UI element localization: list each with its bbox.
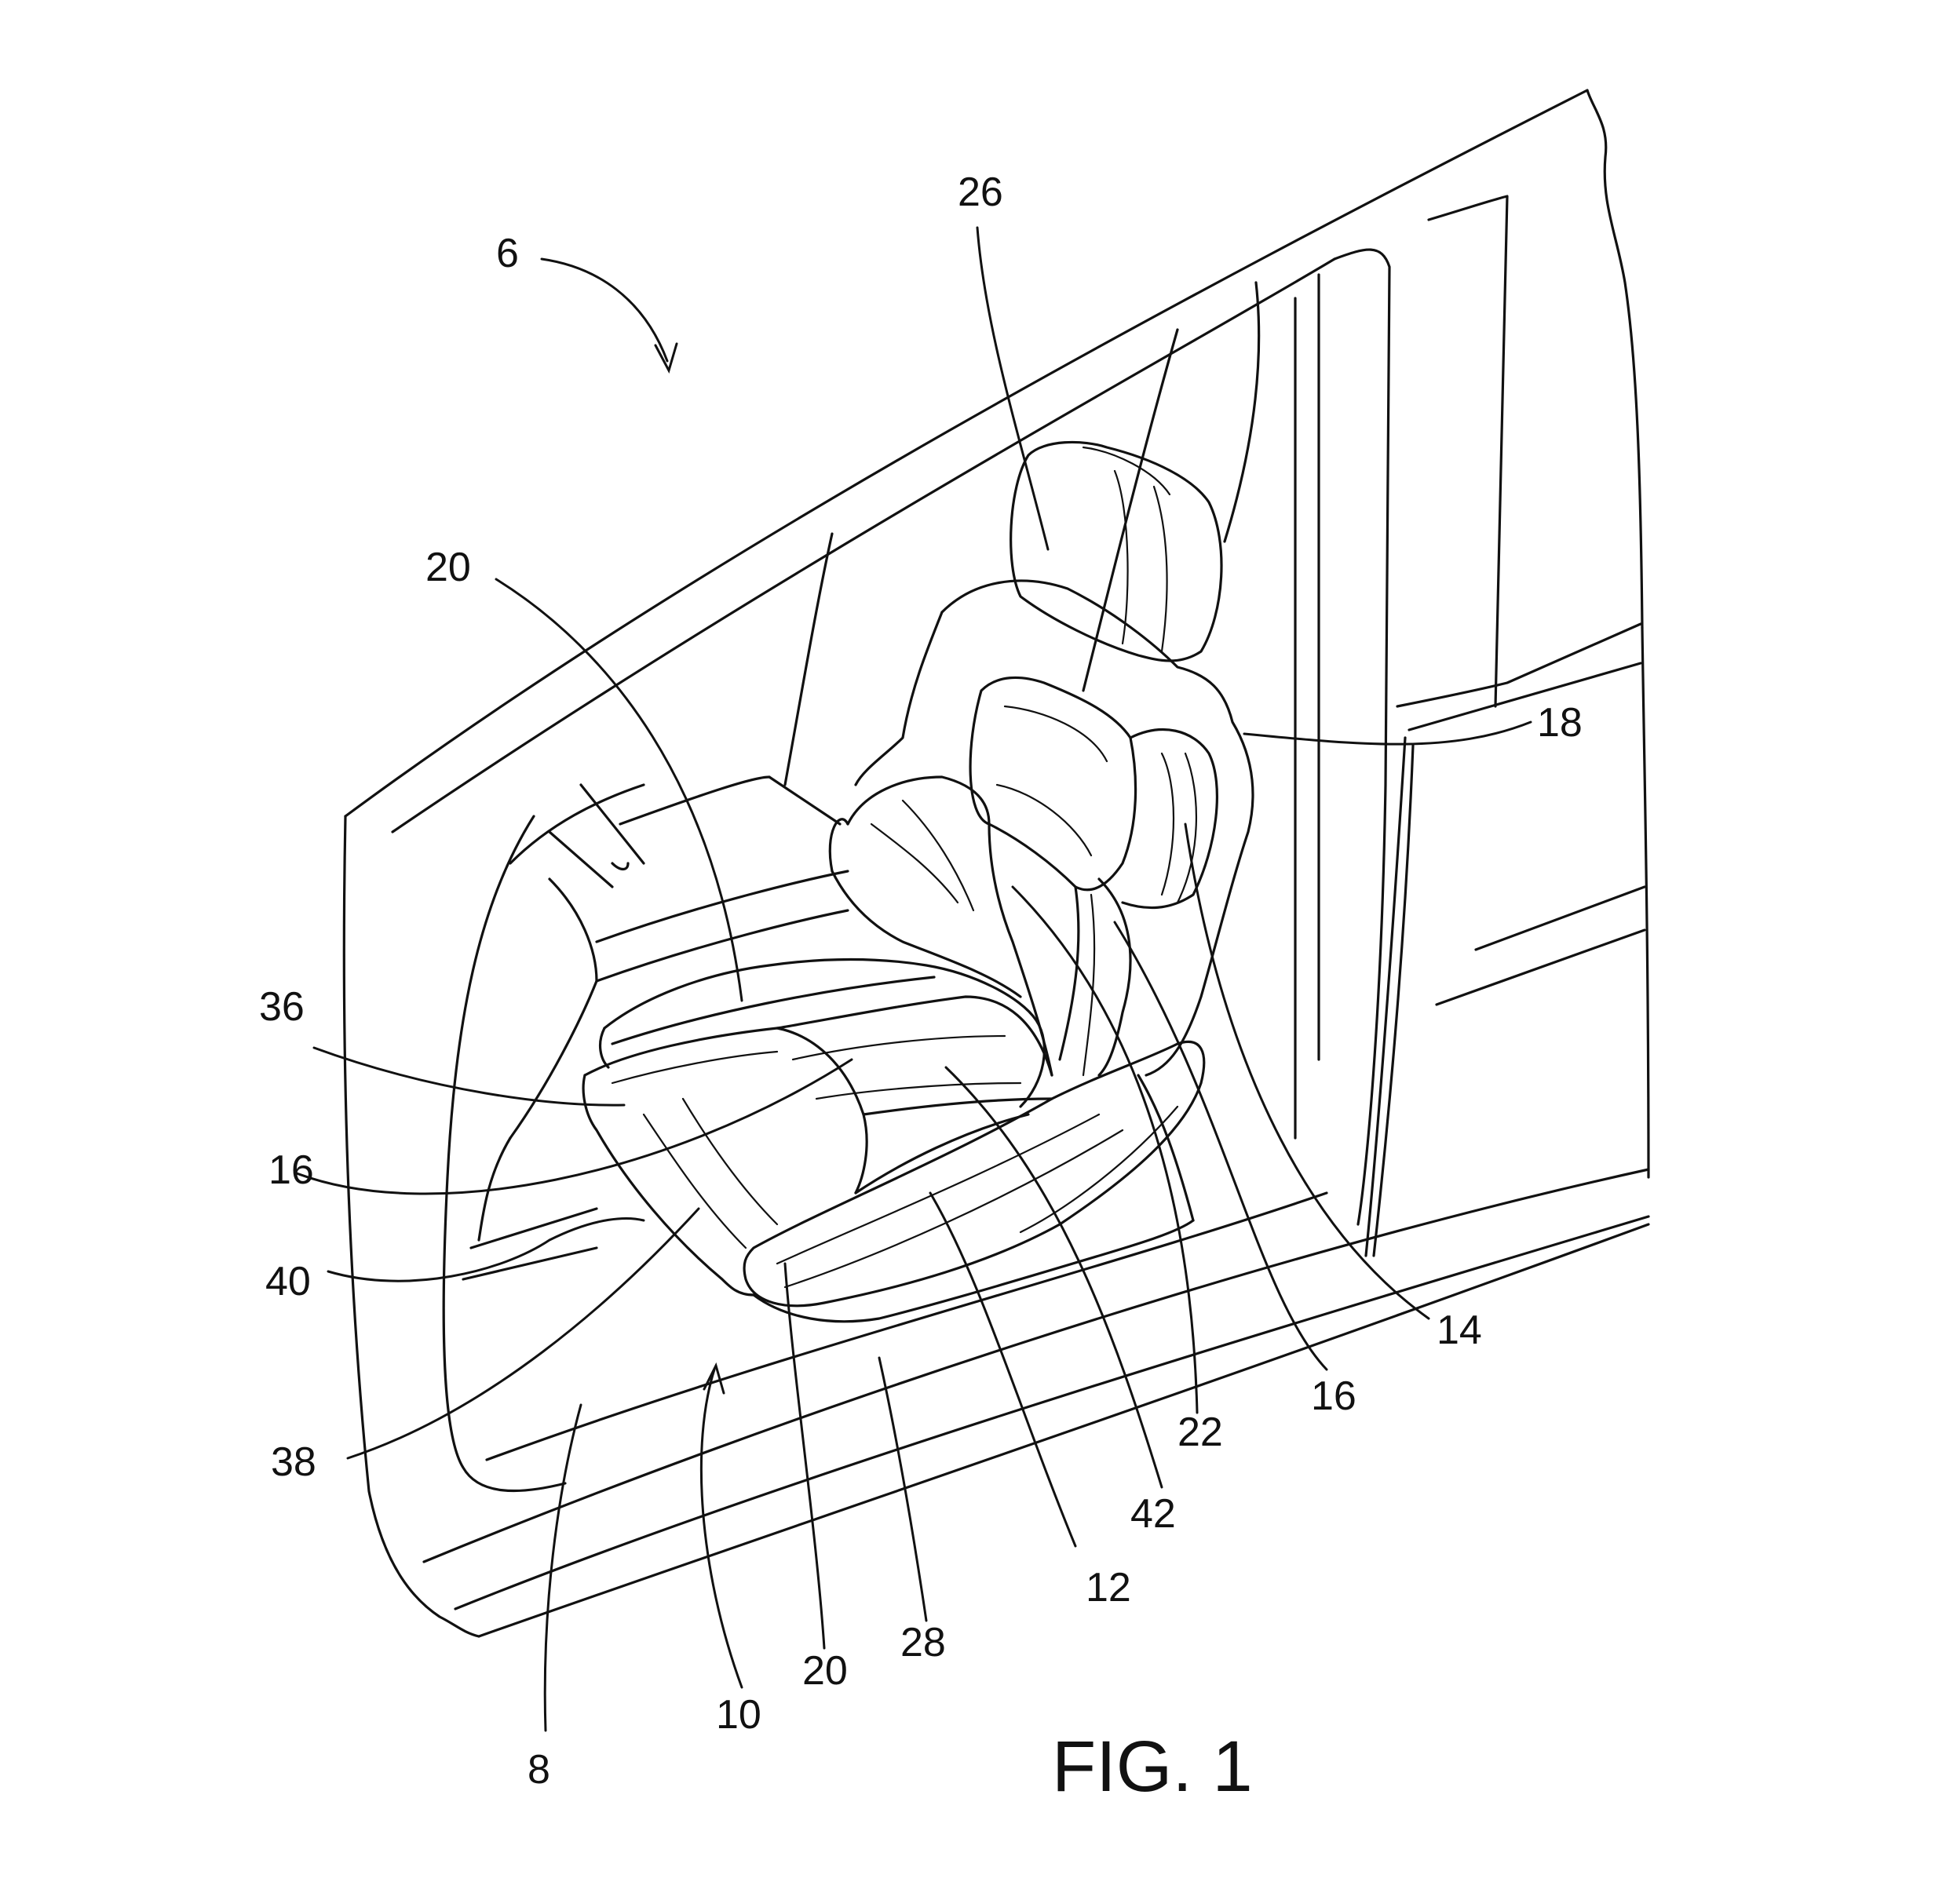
label-42: 42 <box>1130 1491 1176 1537</box>
label-38: 38 <box>271 1439 316 1485</box>
label-28: 28 <box>900 1620 946 1665</box>
figure-caption: FIG. 1 <box>1052 1727 1253 1807</box>
label-16-left: 16 <box>268 1147 314 1193</box>
label-16-right: 16 <box>1311 1373 1356 1419</box>
label-14: 14 <box>1437 1308 1482 1353</box>
label-10: 10 <box>716 1692 761 1738</box>
label-20-bottom: 20 <box>802 1648 848 1694</box>
label-40: 40 <box>265 1259 311 1304</box>
label-36: 36 <box>259 984 305 1030</box>
vehicle-body-outline <box>344 90 1648 1636</box>
label-8: 8 <box>528 1747 550 1793</box>
label-12: 12 <box>1086 1565 1131 1610</box>
label-20-top: 20 <box>425 545 471 590</box>
seatback-panel <box>970 677 1136 889</box>
vehicle-seat-drawing <box>583 442 1253 1321</box>
seat-base <box>754 1220 1193 1322</box>
label-22: 22 <box>1177 1410 1223 1455</box>
label-6: 6 <box>496 231 519 276</box>
label-26: 26 <box>958 170 1003 215</box>
label-18: 18 <box>1537 700 1583 746</box>
